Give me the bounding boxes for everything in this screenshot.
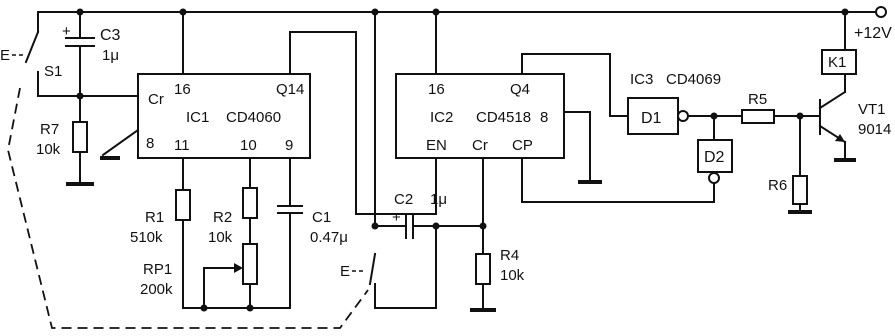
ic1-pin-8: 8 [146,135,154,152]
ic2-pin-q4: Q4 [510,81,530,98]
relay-label: K1 [828,54,846,71]
switch-s1-label: S1 [44,63,62,80]
ic2-part: CD4518 [476,109,531,126]
ic2-pin-8: 8 [540,109,548,126]
wire-q4-to-d1 [521,53,629,117]
ic1-pin-q14: Q14 [276,81,304,98]
capacitor-c2 [371,213,487,239]
ic1-pin-cr: Cr [148,91,164,108]
c3-value: 1μ [102,47,119,64]
c1-ref: C1 [312,209,331,226]
transistor-ref: VT1 [858,101,886,118]
ic1-pin-16: 16 [174,81,191,98]
switch-s1[interactable] [24,11,139,97]
transistor-vt1 [818,90,856,162]
switch-e2-label: E [340,263,350,280]
potentiometer-rp1 [200,243,258,312]
capacitor-c3 [65,11,95,97]
c2-polarity: + [392,209,401,226]
ic2-pin-en: EN [426,137,447,154]
r1-ref: R1 [145,209,164,226]
ic1-chip [100,11,311,160]
gate-d1-label: D1 [641,110,662,127]
c2-value: 1μ [430,191,447,208]
c3-polarity: + [62,23,71,40]
gate-d2-label: D2 [704,149,725,166]
ic1-pin-9: 9 [285,137,293,154]
gate-d2 [697,115,733,203]
relay-k1 [821,11,857,93]
c3-ref: C3 [100,27,121,44]
supply-rail [37,6,887,18]
r1-value: 510k [130,229,163,246]
r2-value: 10k [208,229,233,246]
c2-ref: C2 [394,191,413,208]
c1-value: 0.47μ [310,229,348,246]
ic1-part: CD4060 [226,109,281,126]
r6-ref: R6 [768,177,787,194]
ic3-ref: IC3 [630,71,653,88]
ic3-part: CD4069 [666,71,721,88]
wire-cp-feedback [521,157,715,203]
wire-q14-to-en [289,31,437,215]
resistor-r7 [66,95,94,186]
supply-terminal [875,6,887,18]
rp1-value: 200k [140,281,173,298]
switch-link-dashed [7,87,369,329]
ic1-pin-10: 10 [240,137,257,154]
rp1-ref: RP1 [143,261,172,278]
resistor-r5 [741,109,821,124]
ic2-ref: IC2 [430,109,453,126]
capacitor-c1 [277,157,303,309]
ic1-pin-11: 11 [174,137,190,154]
ic1-ref: IC1 [186,109,209,126]
switch-e1-label: E [0,47,10,64]
resistor-r1 [175,157,291,309]
r5-ref: R5 [748,91,767,108]
resistor-r6 [788,115,812,214]
ic2-pin-16: 16 [428,81,445,98]
gate-d1 [627,97,743,135]
resistor-r4 [470,157,496,312]
r2-ref: R2 [213,209,232,226]
transistor-part: 9014 [858,121,891,138]
resistor-r2 [242,157,258,245]
r4-ref: R4 [500,247,519,264]
switch-e2[interactable] [368,11,437,309]
r7-value: 10k [36,141,61,158]
supply-label: +12V [854,25,892,42]
r7-ref: R7 [40,121,59,138]
ic2-chip [395,11,602,184]
ic2-pin-cp: CP [512,137,533,154]
ic2-pin-cr: Cr [472,137,488,154]
r4-value: 10k [500,267,525,284]
